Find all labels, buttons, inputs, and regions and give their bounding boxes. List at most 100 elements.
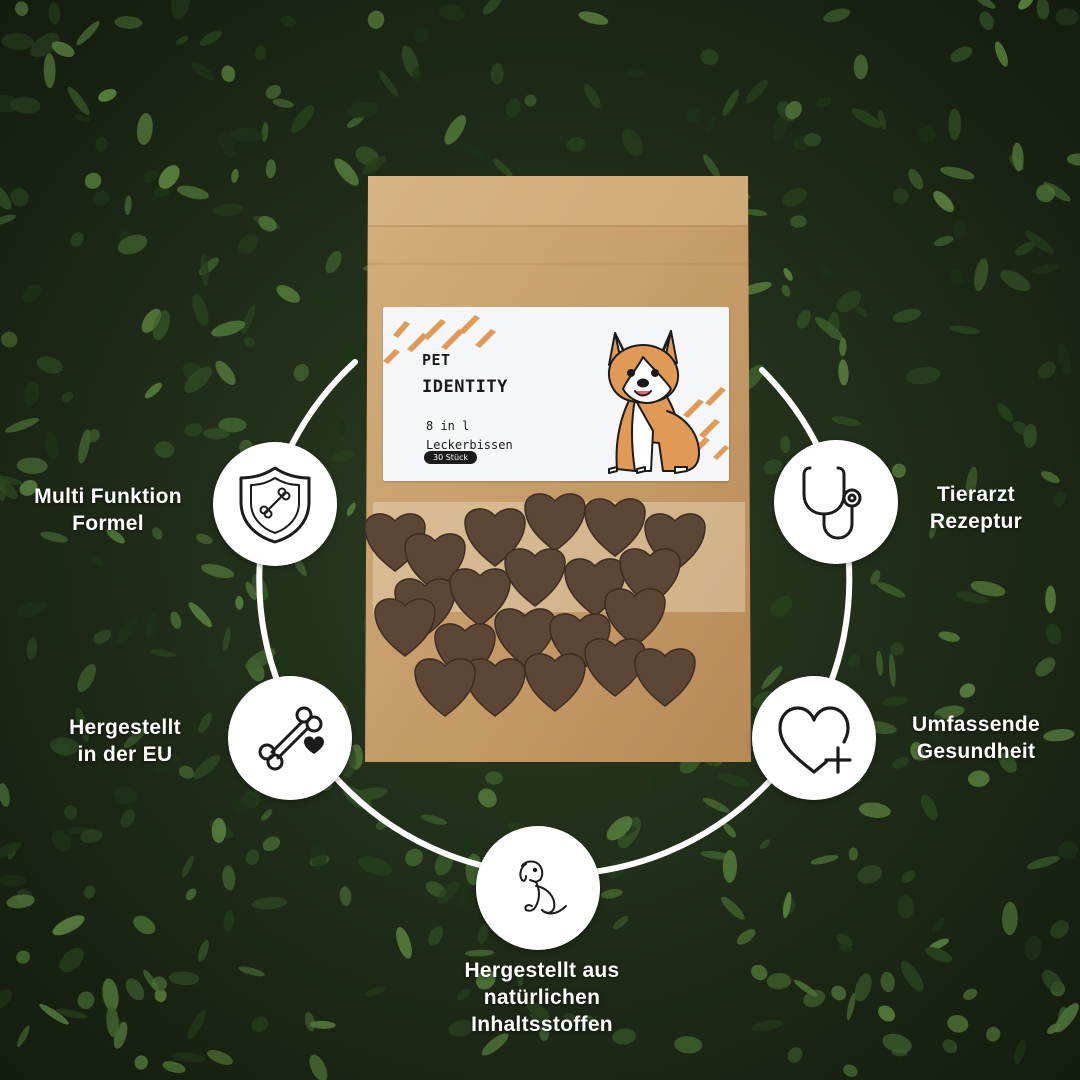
leaf [1041,969,1063,993]
leaf [1040,471,1060,484]
leaf [229,127,264,143]
count-badge: 30 Stück [424,451,478,464]
feature-label-line: Formel [72,512,144,535]
leaf [818,264,833,280]
leaf [55,1008,88,1019]
leaf [477,924,489,945]
leaf [272,98,294,108]
leaf [0,475,23,486]
leaf [251,1016,269,1033]
leaf [823,8,851,23]
leaf [0,183,12,210]
leaf [222,865,236,891]
feature-label-line: natürlichen [483,986,601,1009]
leaf [304,1011,315,1032]
leaf [836,933,853,948]
leaf [851,108,881,128]
leaf [490,63,504,85]
leaf [254,45,267,61]
leaf [231,168,239,183]
leaf [114,16,143,29]
leaf [803,989,826,1008]
leaf [113,786,138,805]
leaf [954,218,966,239]
leaf [238,234,259,254]
leaf [685,108,701,124]
leaf [746,79,768,104]
leaf [117,234,148,255]
leaf [846,992,856,1021]
leaf [0,989,12,1011]
feature-label-line: Multi Funktion [34,485,182,508]
leaf [218,131,237,159]
leaf [238,966,265,977]
leaf [890,642,904,656]
leaf [265,159,276,179]
feature-label-line: Hergestellt [69,716,181,739]
leaf [938,631,960,642]
leaf [26,637,38,660]
leaf [143,170,158,183]
leaf [700,48,719,66]
product-label: PET IDENTITY 8 in l Leckerbissen 30 Stüc… [383,307,729,481]
leaf [787,1047,803,1063]
leaf [979,11,994,31]
leaf [184,366,212,393]
leaf [5,417,40,433]
leaf [17,600,46,618]
leaf [955,591,989,604]
leaf [67,86,90,116]
leaf [199,30,222,46]
leaf [772,114,788,142]
leaf [783,891,792,919]
leaf [362,156,386,175]
leaf [931,918,945,934]
leaf [870,570,881,585]
leaf [1066,153,1080,166]
leaf [973,0,996,9]
feature-label-gesundheit: Umfassende Gesundheit [876,711,1076,765]
leaf [144,382,163,399]
leaf [437,881,460,904]
leaf [158,165,180,189]
leaf [141,308,162,333]
leaf [1012,142,1024,172]
leaf [200,563,235,579]
leaf [154,441,175,458]
leaf [584,1014,603,1030]
leaf [212,203,244,217]
leaf [796,309,811,329]
leaf [940,166,975,180]
leaf [933,190,954,213]
leaf [476,969,496,990]
leaf [790,215,807,228]
leaf [334,158,359,186]
leaf [124,195,132,215]
stethoscope-icon [802,466,862,540]
leaf [211,320,246,337]
leaf [203,428,230,440]
leaf [1000,269,1031,292]
leaf [1036,0,1050,20]
leaf [744,209,768,217]
leaf [191,62,214,81]
leaf [897,895,915,919]
leaf [831,985,847,1001]
leaf [44,431,59,460]
leaf [90,554,105,568]
leaf [43,53,56,89]
leaf [816,96,832,108]
leaf [378,69,399,97]
leaf [524,94,537,107]
leaf [600,888,623,899]
leaf [857,865,883,884]
leaf [0,331,18,348]
feature-icon-hergestellt-eu [228,676,352,800]
leaf [439,4,465,21]
leaf [136,112,153,146]
leaf [839,337,847,357]
leaf [963,988,978,1000]
leaf [462,145,487,160]
leaf [171,0,190,20]
leaf [185,888,197,901]
